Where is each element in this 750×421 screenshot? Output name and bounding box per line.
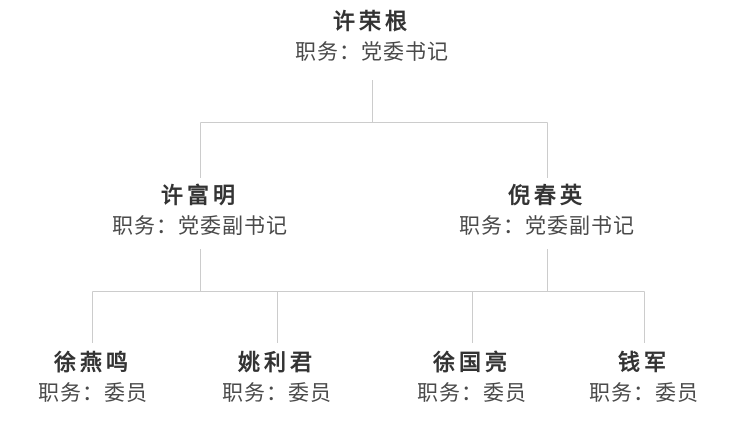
org-node-name: 钱军	[617, 350, 670, 375]
org-node-name: 倪春英	[507, 183, 586, 208]
org-node-name: 许富明	[160, 183, 239, 208]
org-node-name: 许荣根	[332, 9, 411, 34]
org-node-title: 职务：党委副书记	[459, 215, 635, 238]
org-node-level3-1: 徐燕鸣 职务：委员	[0, 347, 203, 409]
org-node-level3-3: 徐国亮 职务：委员	[362, 347, 582, 409]
org-node-level2-left: 许富明 职务：党委副书记	[90, 180, 310, 242]
org-node-level3-2: 姚利君 职务：委员	[167, 347, 387, 409]
org-node-title: 职务：委员	[589, 382, 699, 405]
org-node-title: 职务：党委书记	[295, 41, 449, 64]
org-node-title: 职务：委员	[417, 382, 527, 405]
org-node-name: 徐国亮	[432, 350, 511, 375]
org-node-title: 职务：党委副书记	[112, 215, 288, 238]
org-node-title: 职务：委员	[38, 382, 148, 405]
org-node-name: 姚利君	[237, 350, 316, 375]
org-node-level3-4: 钱军 职务：委员	[534, 347, 750, 409]
org-node-title: 职务：委员	[222, 382, 332, 405]
org-node-root: 许荣根 职务：党委书记	[262, 6, 482, 68]
org-node-level2-right: 倪春英 职务：党委副书记	[437, 180, 657, 242]
org-node-name: 徐燕鸣	[53, 350, 132, 375]
